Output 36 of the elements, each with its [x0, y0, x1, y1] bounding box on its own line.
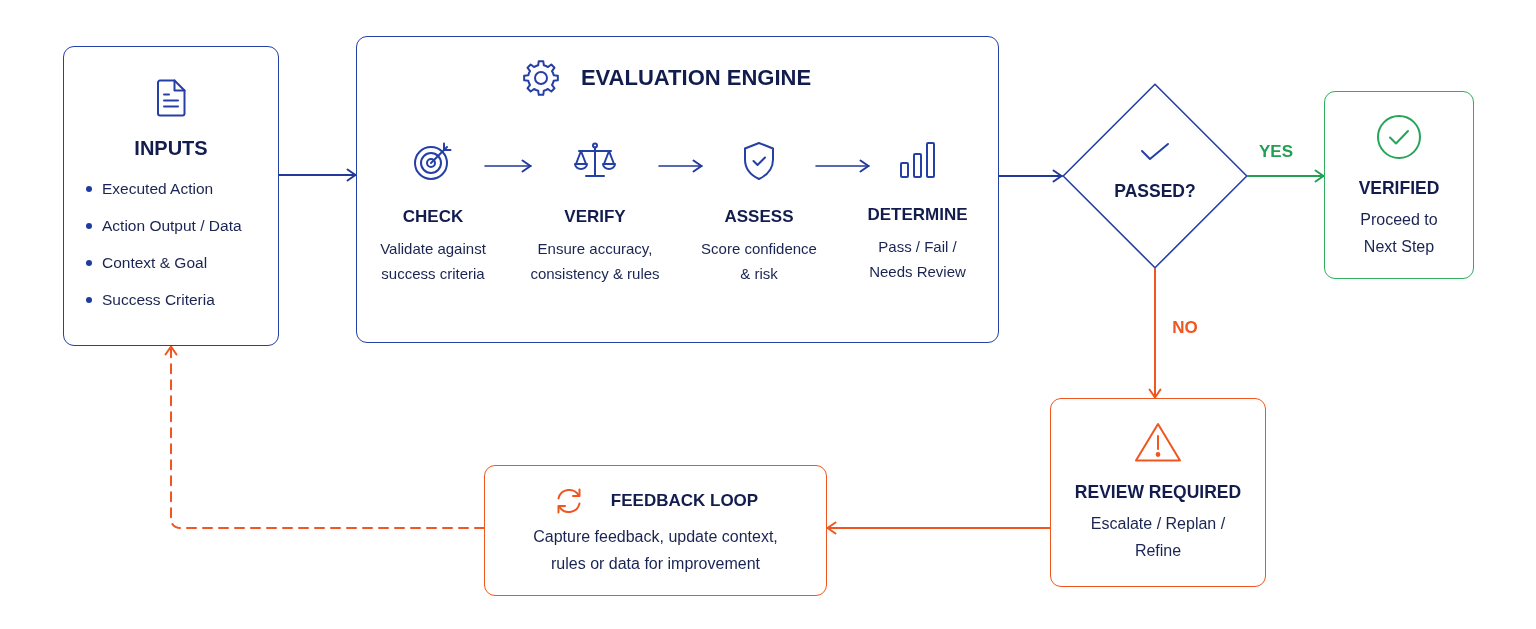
panel-title: EVALUATION ENGINE — [580, 65, 812, 91]
box-description: Proceed to Next Step — [1359, 210, 1439, 257]
step-title: VERIFY — [564, 207, 626, 228]
arrow — [826, 521, 1051, 535]
result-box — [1324, 91, 1474, 279]
arrow — [484, 159, 532, 173]
step-description: Score confidence & risk — [700, 239, 818, 285]
list-item: Executed Action — [86, 178, 214, 200]
step-title: ASSESS — [724, 207, 794, 228]
box-title: VERIFIED — [1358, 177, 1440, 199]
list-item: Action Output / Data — [86, 215, 242, 237]
box-title: FEEDBACK LOOP — [610, 490, 759, 512]
panel-title: INPUTS — [134, 136, 208, 160]
arrow — [1148, 268, 1162, 399]
arrow — [1247, 169, 1325, 183]
box-title: REVIEW REQUIRED — [1074, 481, 1242, 503]
engine-panel — [356, 36, 999, 343]
step-title: DETERMINE — [867, 205, 968, 226]
list-item: Context & Goal — [86, 252, 208, 274]
box-description: Capture feedback, update context, rules or data for improvement — [532, 527, 779, 574]
list-item: Success Criteria — [86, 289, 215, 311]
step-description: Validate against success criteria — [379, 239, 487, 285]
step-description: Pass / Fail / Needs Review — [868, 237, 967, 283]
arrow — [278, 168, 357, 182]
step-title: CHECK — [402, 207, 464, 228]
arrow — [998, 169, 1063, 183]
arrow — [658, 159, 703, 173]
input-panel — [63, 46, 279, 346]
review-box — [1050, 398, 1266, 587]
step-description: Ensure accuracy, consistency & rules — [529, 239, 661, 285]
decision-diamond — [1062, 83, 1248, 269]
dashed-arrow — [164, 345, 485, 529]
box-description: Escalate / Replan / Refine — [1089, 514, 1227, 561]
decision-label: PASSED? — [1114, 180, 1196, 202]
feedback-box — [484, 465, 827, 596]
arrow — [815, 159, 870, 173]
